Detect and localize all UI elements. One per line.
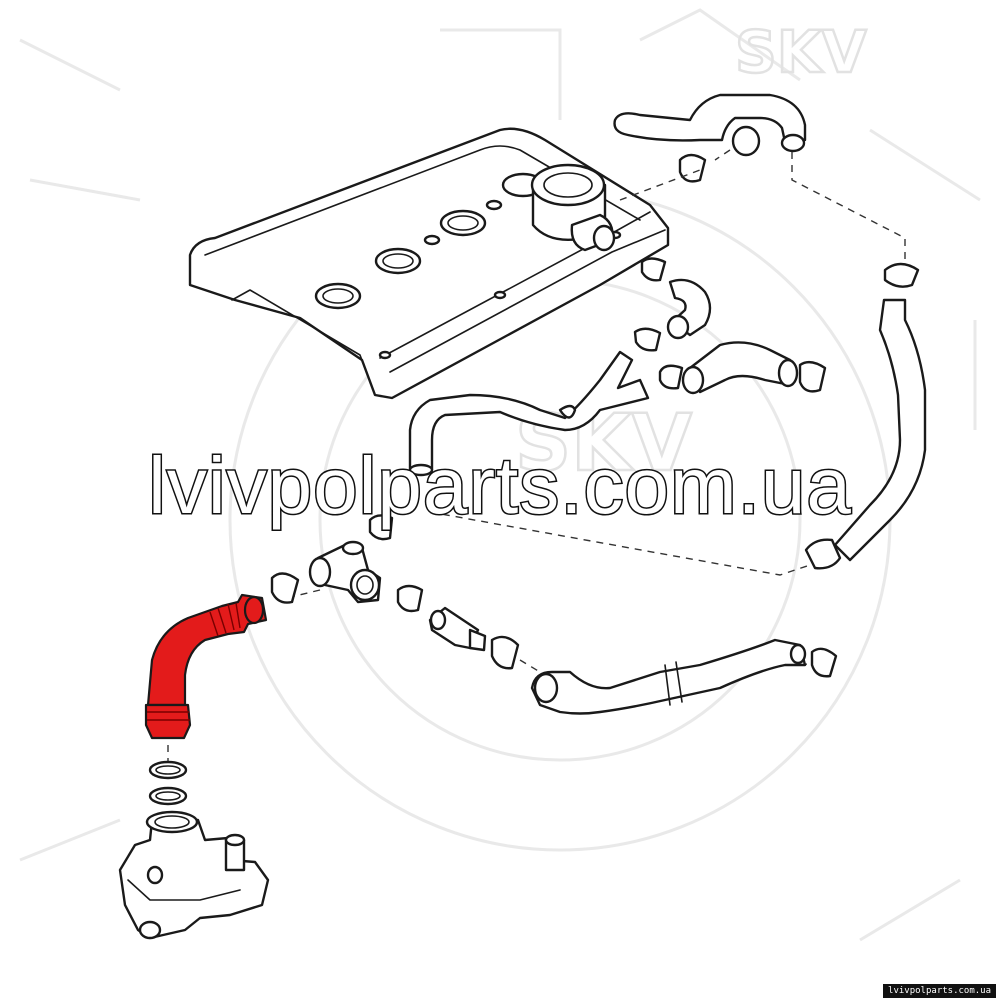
footer-site-label: lvivpolparts.com.ua — [883, 984, 996, 998]
o-ring-seals — [148, 760, 188, 806]
t-connector-group — [270, 514, 520, 670]
coolant-flange — [118, 810, 270, 940]
site-watermark: lvivpolparts.com.ua — [147, 440, 853, 532]
right-long-hose — [804, 262, 927, 570]
upper-breather-hose — [613, 93, 807, 183]
lower-long-hose — [530, 638, 838, 715]
highlighted-coolant-hose — [144, 593, 268, 740]
valve-cover — [188, 127, 670, 400]
mid-hose-group — [633, 257, 827, 395]
long-breather-tube — [408, 350, 650, 477]
brand-mark-top: SKV — [735, 18, 867, 86]
